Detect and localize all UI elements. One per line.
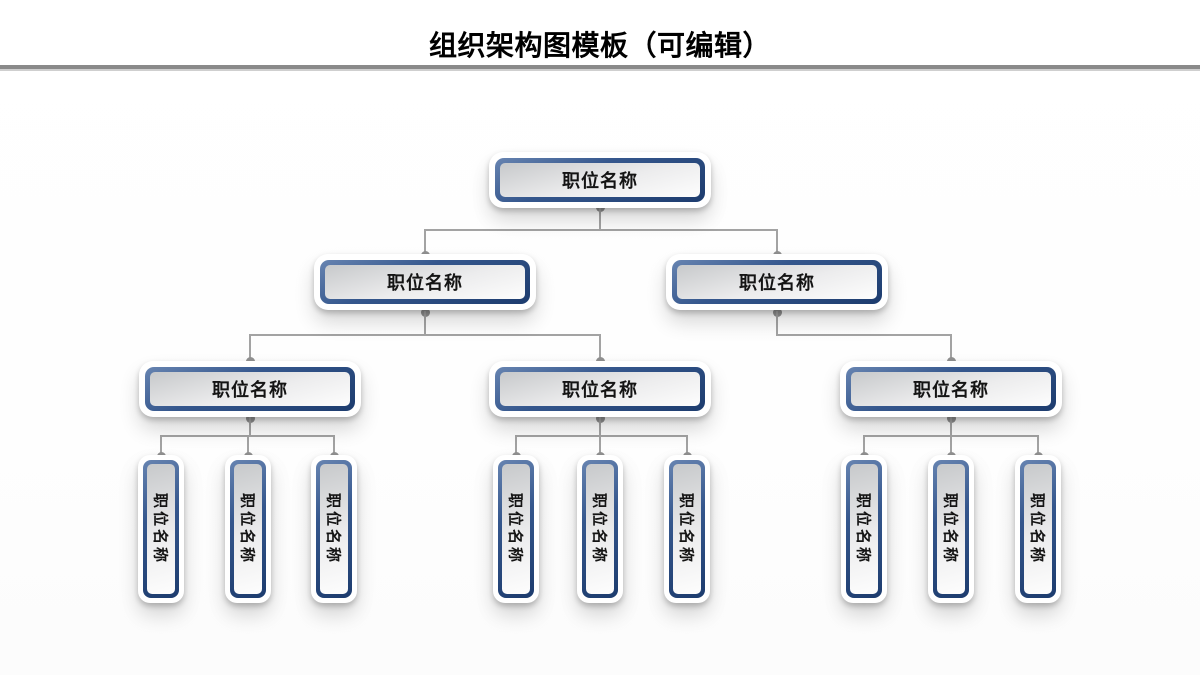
node-fill: 职位名称 [500, 372, 700, 406]
node-border: 职位名称 [320, 260, 530, 304]
connector-line [333, 435, 335, 456]
connector-line [599, 334, 601, 362]
connector-line [599, 435, 601, 456]
org-node-label: 职位名称 [677, 492, 695, 566]
org-node-level4-right-1[interactable]: 职位名称 [841, 455, 887, 603]
node-fill: 职位名称 [234, 464, 262, 594]
node-fill: 职位名称 [586, 464, 614, 594]
node-fill: 职位名称 [677, 265, 877, 299]
node-border: 职位名称 [495, 158, 705, 202]
connector-line [515, 435, 517, 456]
connector-line [250, 334, 600, 336]
org-node-level3-right[interactable]: 职位名称 [840, 361, 1062, 417]
org-node-level3-left[interactable]: 职位名称 [139, 361, 361, 417]
node-border: 职位名称 [143, 460, 179, 598]
connector-line [1037, 435, 1039, 456]
connector-line [424, 311, 426, 336]
connector-line [424, 229, 426, 255]
connector-line [599, 417, 601, 436]
org-node-label: 职位名称 [324, 492, 342, 566]
connector-line [247, 435, 249, 456]
connector-line [516, 435, 687, 437]
org-node-label: 职位名称 [1028, 492, 1046, 566]
connector-line [863, 435, 865, 456]
connector-line [249, 417, 251, 436]
node-fill: 职位名称 [502, 464, 530, 594]
org-node-label: 职位名称 [151, 492, 169, 566]
node-fill: 职位名称 [851, 372, 1051, 406]
node-fill: 职位名称 [320, 464, 348, 594]
org-node-label: 职位名称 [562, 171, 638, 191]
connector-line [425, 229, 777, 231]
org-node-label: 职位名称 [913, 380, 989, 400]
node-fill: 职位名称 [673, 464, 701, 594]
node-fill: 职位名称 [500, 163, 700, 197]
org-node-level4-right-2[interactable]: 职位名称 [928, 455, 974, 603]
node-border: 职位名称 [230, 460, 266, 598]
connector-line [950, 334, 952, 362]
org-node-label: 职位名称 [854, 492, 872, 566]
node-border: 职位名称 [672, 260, 882, 304]
connector-line [599, 207, 601, 231]
node-border: 职位名称 [316, 460, 352, 598]
org-node-label: 职位名称 [212, 380, 288, 400]
connector-line [776, 229, 778, 255]
org-node-level3-middle[interactable]: 职位名称 [489, 361, 711, 417]
node-fill: 职位名称 [850, 464, 878, 594]
org-node-label: 职位名称 [238, 492, 256, 566]
org-node-level4-middle-2[interactable]: 职位名称 [577, 455, 623, 603]
connector-line [249, 334, 251, 362]
org-node-label: 职位名称 [739, 273, 815, 293]
connector-line [686, 435, 688, 456]
org-node-level2-right[interactable]: 职位名称 [666, 254, 888, 310]
connector-line [777, 334, 951, 336]
node-border: 职位名称 [846, 460, 882, 598]
connector-line [160, 435, 162, 456]
node-border: 职位名称 [846, 367, 1056, 411]
org-node-label: 职位名称 [562, 380, 638, 400]
org-node-level4-left-2[interactable]: 职位名称 [225, 455, 271, 603]
node-border: 职位名称 [582, 460, 618, 598]
node-fill: 职位名称 [325, 265, 525, 299]
org-node-label: 职位名称 [590, 492, 608, 566]
node-border: 职位名称 [495, 367, 705, 411]
org-node-level4-left-3[interactable]: 职位名称 [311, 455, 357, 603]
org-node-label: 职位名称 [941, 492, 959, 566]
node-border: 职位名称 [498, 460, 534, 598]
title-divider [0, 65, 1200, 71]
org-node-label: 职位名称 [506, 492, 524, 566]
org-node-root[interactable]: 职位名称 [489, 152, 711, 208]
node-border: 职位名称 [1020, 460, 1056, 598]
connector-line [950, 435, 952, 456]
org-node-level4-right-3[interactable]: 职位名称 [1015, 455, 1061, 603]
org-node-level4-middle-3[interactable]: 职位名称 [664, 455, 710, 603]
org-node-level4-middle-1[interactable]: 职位名称 [493, 455, 539, 603]
node-fill: 职位名称 [1024, 464, 1052, 594]
node-border: 职位名称 [145, 367, 355, 411]
node-fill: 职位名称 [147, 464, 175, 594]
node-fill: 职位名称 [150, 372, 350, 406]
node-border: 职位名称 [669, 460, 705, 598]
page-title: 组织架构图模板（可编辑） [428, 30, 771, 61]
node-fill: 职位名称 [937, 464, 965, 594]
org-node-level4-left-1[interactable]: 职位名称 [138, 455, 184, 603]
org-node-level2-left[interactable]: 职位名称 [314, 254, 536, 310]
connector-line [950, 417, 952, 436]
connector-line [776, 311, 778, 336]
org-node-label: 职位名称 [387, 273, 463, 293]
node-border: 职位名称 [933, 460, 969, 598]
